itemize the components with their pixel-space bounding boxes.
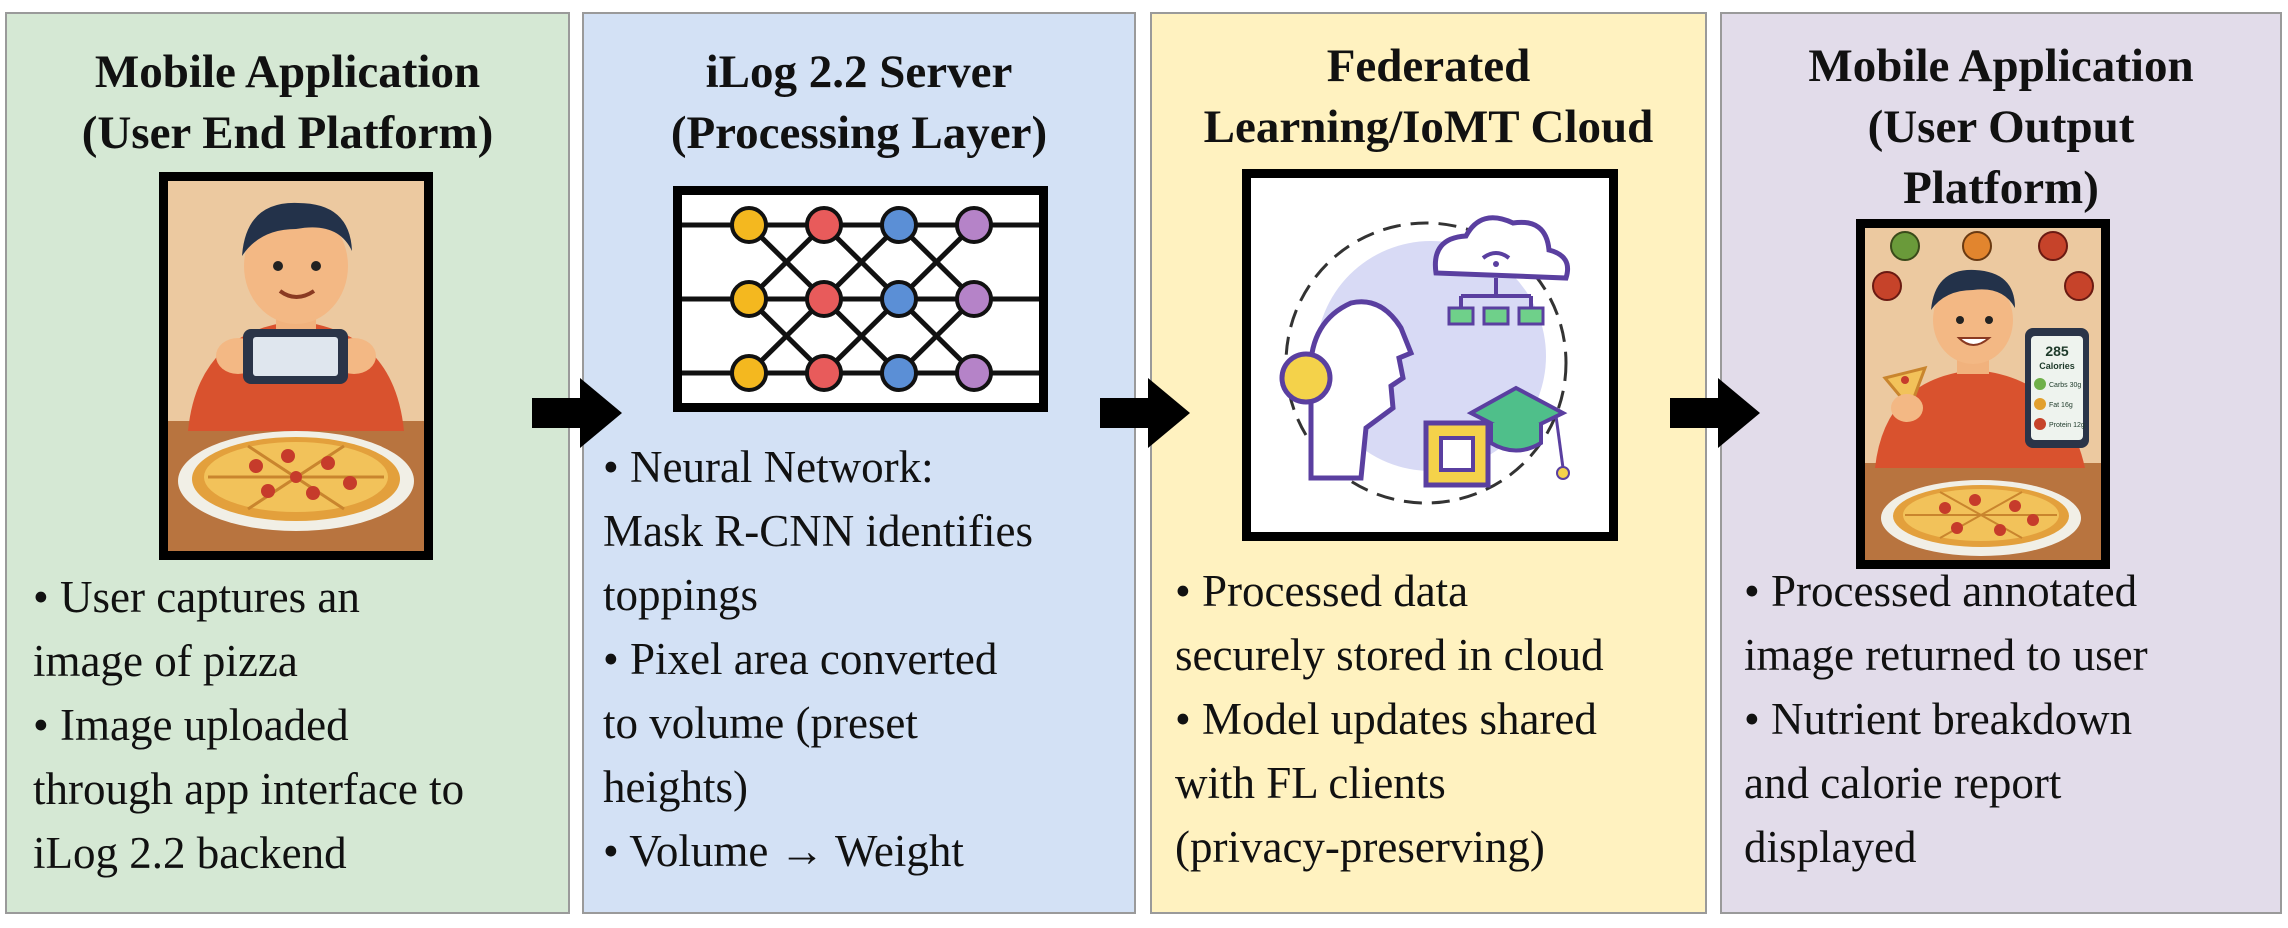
panel-title: Mobile Application (User Output Platform… (1722, 36, 2280, 219)
bullet-line: toppings (603, 570, 759, 620)
bullet-line: to volume (preset (603, 698, 918, 748)
bullet-line: • Model updates shared (1175, 694, 1597, 744)
nutrition-result-illustration: 285 Calories Carbs 30g Fat 16g Protein 1… (1856, 219, 2110, 569)
bullet-line: • Nutrient breakdown (1744, 694, 2133, 744)
bullet-line: • User captures an (33, 572, 360, 622)
bullet-line: • Image uploaded (33, 700, 349, 750)
nutrient-row: Carbs 30g (2049, 382, 2081, 389)
panel-title: iLog 2.2 Server (Processing Layer) (584, 42, 1134, 164)
bullet-line: image returned to user (1744, 630, 2148, 680)
panel-user-output-platform: Mobile Application (User Output Platform… (1720, 12, 2282, 914)
bullet-list: • Processed annotated image returned to … (1744, 559, 2274, 879)
title-line: Federated (1326, 40, 1531, 92)
panel-user-end-platform: Mobile Application (User End Platform) (5, 12, 570, 914)
title-line: Platform) (1903, 162, 2099, 214)
bullet-line: image of pizza (33, 636, 298, 686)
pizza-photo-illustration (159, 172, 433, 560)
title-line: (User End Platform) (81, 107, 494, 159)
nutrient-row: Fat 16g (2049, 402, 2073, 409)
bullet-line: and calorie report (1744, 758, 2062, 808)
calories-label: Calories (2039, 361, 2075, 371)
title-line: (User Output (1867, 101, 2135, 153)
bullet-list: • User captures an image of pizza • Imag… (33, 565, 563, 885)
bullet-line: displayed (1744, 822, 1917, 872)
bullet-list: • Processed data securely stored in clou… (1175, 559, 1700, 879)
title-line: (Processing Layer) (670, 107, 1048, 159)
bullet-line: heights) (603, 762, 748, 812)
bullet-line: through app interface to (33, 764, 465, 814)
neural-network-icon (673, 186, 1048, 412)
bullet-line: securely stored in cloud (1175, 630, 1604, 680)
ai-cloud-federated-icon (1242, 169, 1618, 541)
bullet-line: Mask R-CNN identifies (603, 506, 1033, 556)
calories-value: 285 (2045, 343, 2069, 359)
title-line: Mobile Application (94, 46, 481, 98)
panel-processing-layer: iLog 2.2 Server (Processing Layer) (582, 12, 1136, 914)
bullet-line: with FL clients (1175, 758, 1446, 808)
bullet-line: • Pixel area converted (603, 634, 998, 684)
bullet-line: (privacy-preserving) (1175, 822, 1545, 872)
right-arrow-icon (1100, 378, 1190, 448)
panel-title: Mobile Application (User End Platform) (7, 42, 568, 164)
panel-federated-cloud: Federated Learning/IoMT Cloud (1150, 12, 1707, 914)
bullet-line: iLog 2.2 backend (33, 828, 347, 878)
nutrient-row: Protein 12g (2049, 422, 2085, 429)
title-line: Learning/IoMT Cloud (1203, 101, 1654, 153)
bullet-line: • Processed data (1175, 566, 1469, 616)
bullet-list: • Neural Network: Mask R-CNN identifies … (603, 435, 1128, 883)
title-line: Mobile Application (1808, 40, 2194, 92)
bullet-line: • Processed annotated (1744, 566, 2138, 616)
bullet-line: • Neural Network: (603, 442, 934, 492)
right-arrow-icon (1670, 378, 1760, 448)
bullet-line: • Volume → Weight (603, 826, 964, 876)
right-arrow-icon (532, 378, 622, 448)
title-line: iLog 2.2 Server (705, 46, 1013, 98)
panel-title: Federated Learning/IoMT Cloud (1152, 36, 1705, 158)
